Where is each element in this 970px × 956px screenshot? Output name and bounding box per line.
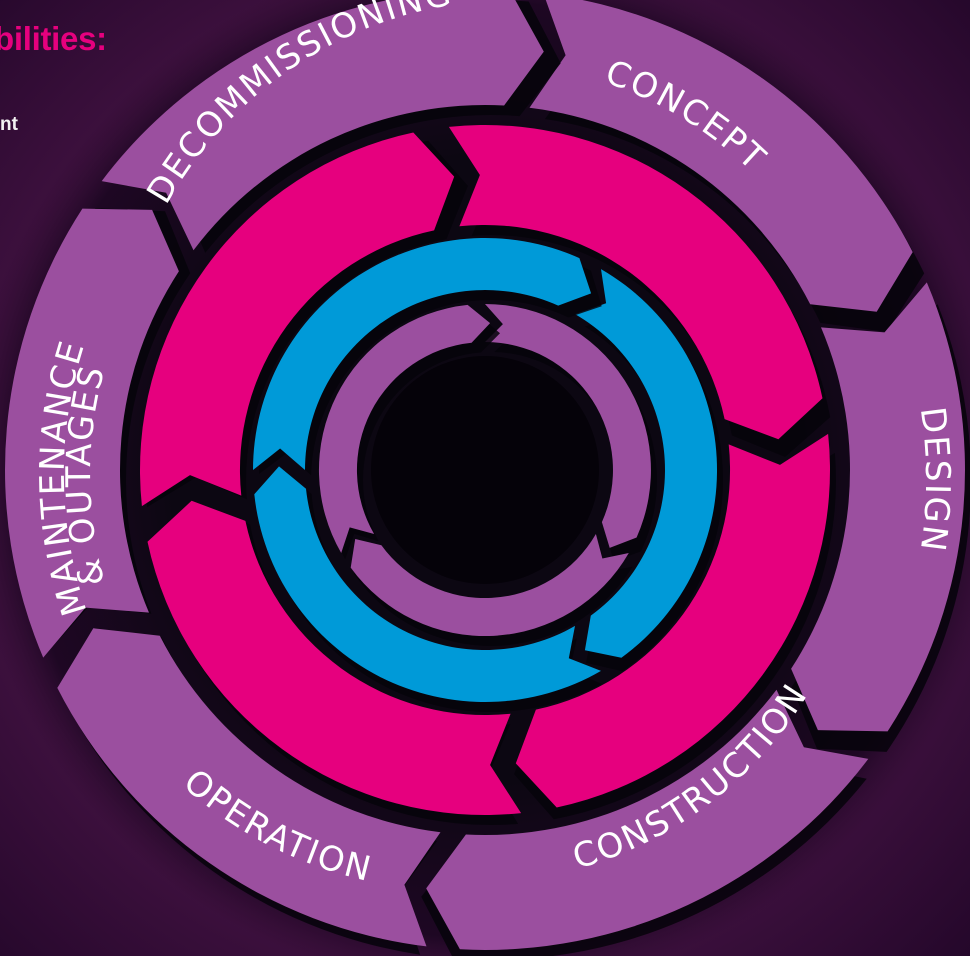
inner-ring bbox=[318, 304, 657, 646]
blue-arrow-1 bbox=[254, 466, 602, 702]
blue-arrow-2 bbox=[253, 238, 592, 470]
page-heading: bilities: bbox=[0, 20, 107, 57]
pink-arrow-1 bbox=[515, 433, 830, 808]
inner-arrow-1 bbox=[350, 534, 629, 637]
blue-ring bbox=[253, 238, 723, 713]
pink-arrow-3 bbox=[140, 132, 455, 507]
outer-arrow-4 bbox=[5, 208, 179, 658]
stage-label-design[interactable]: DESIGN bbox=[912, 405, 957, 555]
outer-stage-ring bbox=[5, 0, 970, 956]
outer-arrow-3 bbox=[57, 628, 441, 947]
outer-arrow-1 bbox=[791, 282, 965, 732]
outer-arrow-2 bbox=[426, 689, 869, 950]
outer-arrow-5 bbox=[101, 0, 544, 251]
core-circle bbox=[371, 356, 599, 584]
outer-arrow-0 bbox=[529, 0, 913, 312]
pink-arrow-2 bbox=[147, 500, 522, 815]
blue-arrow-0 bbox=[575, 269, 718, 658]
pink-arrow-0 bbox=[448, 125, 823, 440]
inner-arrow-2 bbox=[318, 304, 491, 553]
page-subheading: nt bbox=[0, 114, 18, 135]
inner-arrow-0 bbox=[485, 304, 651, 548]
pink-ring bbox=[140, 125, 836, 825]
